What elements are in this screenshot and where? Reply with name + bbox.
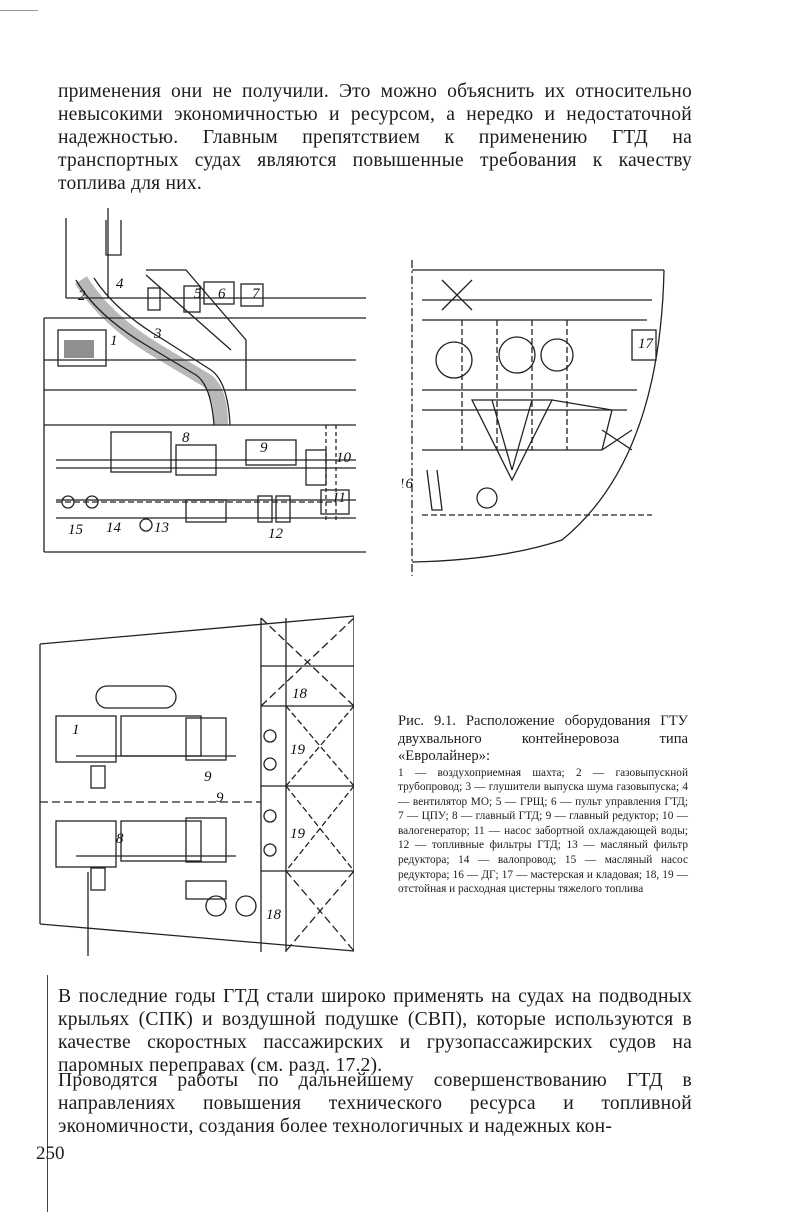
paragraph-3: Проводятся работы по дальнейшему соверше… — [58, 1070, 692, 1137]
svg-text:9: 9 — [204, 769, 212, 785]
svg-text:8: 8 — [182, 430, 190, 446]
figure-caption: Рис. 9.1. Расположение оборудования ГТУ … — [398, 713, 688, 897]
side-view-drawing: 1 2 3 4 5 6 7 8 9 10 11 12 13 14 15 — [43, 208, 366, 553]
plan-view-drawing: 18 19 19 18 1 8 9 9 — [39, 615, 354, 956]
svg-text:17: 17 — [638, 336, 655, 352]
cross-section-drawing: 16 17 — [402, 260, 665, 576]
svg-text:18: 18 — [266, 907, 282, 923]
svg-text:12: 12 — [268, 526, 284, 542]
svg-text:8: 8 — [116, 831, 124, 847]
svg-text:15: 15 — [68, 522, 84, 538]
svg-text:13: 13 — [154, 520, 169, 536]
top-rule — [0, 10, 38, 11]
paragraph-1: применения они не получили. Это можно об… — [58, 81, 692, 194]
svg-text:3: 3 — [153, 326, 162, 342]
svg-text:6: 6 — [218, 286, 226, 302]
svg-text:16: 16 — [402, 476, 414, 492]
caption-title: Рис. 9.1. Расположение оборудования ГТУ … — [398, 713, 688, 764]
svg-text:11: 11 — [332, 490, 346, 506]
svg-text:9: 9 — [260, 440, 268, 456]
svg-text:1: 1 — [72, 722, 80, 738]
caption-legend: 1 — воздухоприемная шахта; 2 — газовыпус… — [398, 766, 688, 896]
page-number: 250 — [36, 1143, 65, 1164]
margin-rule — [47, 975, 48, 1212]
svg-text:1: 1 — [110, 333, 118, 349]
svg-text:5: 5 — [194, 286, 202, 302]
svg-text:19: 19 — [290, 742, 306, 758]
svg-text:7: 7 — [252, 286, 261, 302]
svg-text:18: 18 — [292, 686, 308, 702]
svg-text:10: 10 — [336, 450, 352, 466]
svg-text:2: 2 — [78, 288, 86, 304]
svg-text:14: 14 — [106, 520, 122, 536]
svg-text:19: 19 — [290, 826, 306, 842]
svg-text:9: 9 — [216, 790, 224, 806]
svg-text:4: 4 — [116, 276, 124, 292]
paragraph-2: В последние годы ГТД стали широко примен… — [58, 986, 692, 1076]
